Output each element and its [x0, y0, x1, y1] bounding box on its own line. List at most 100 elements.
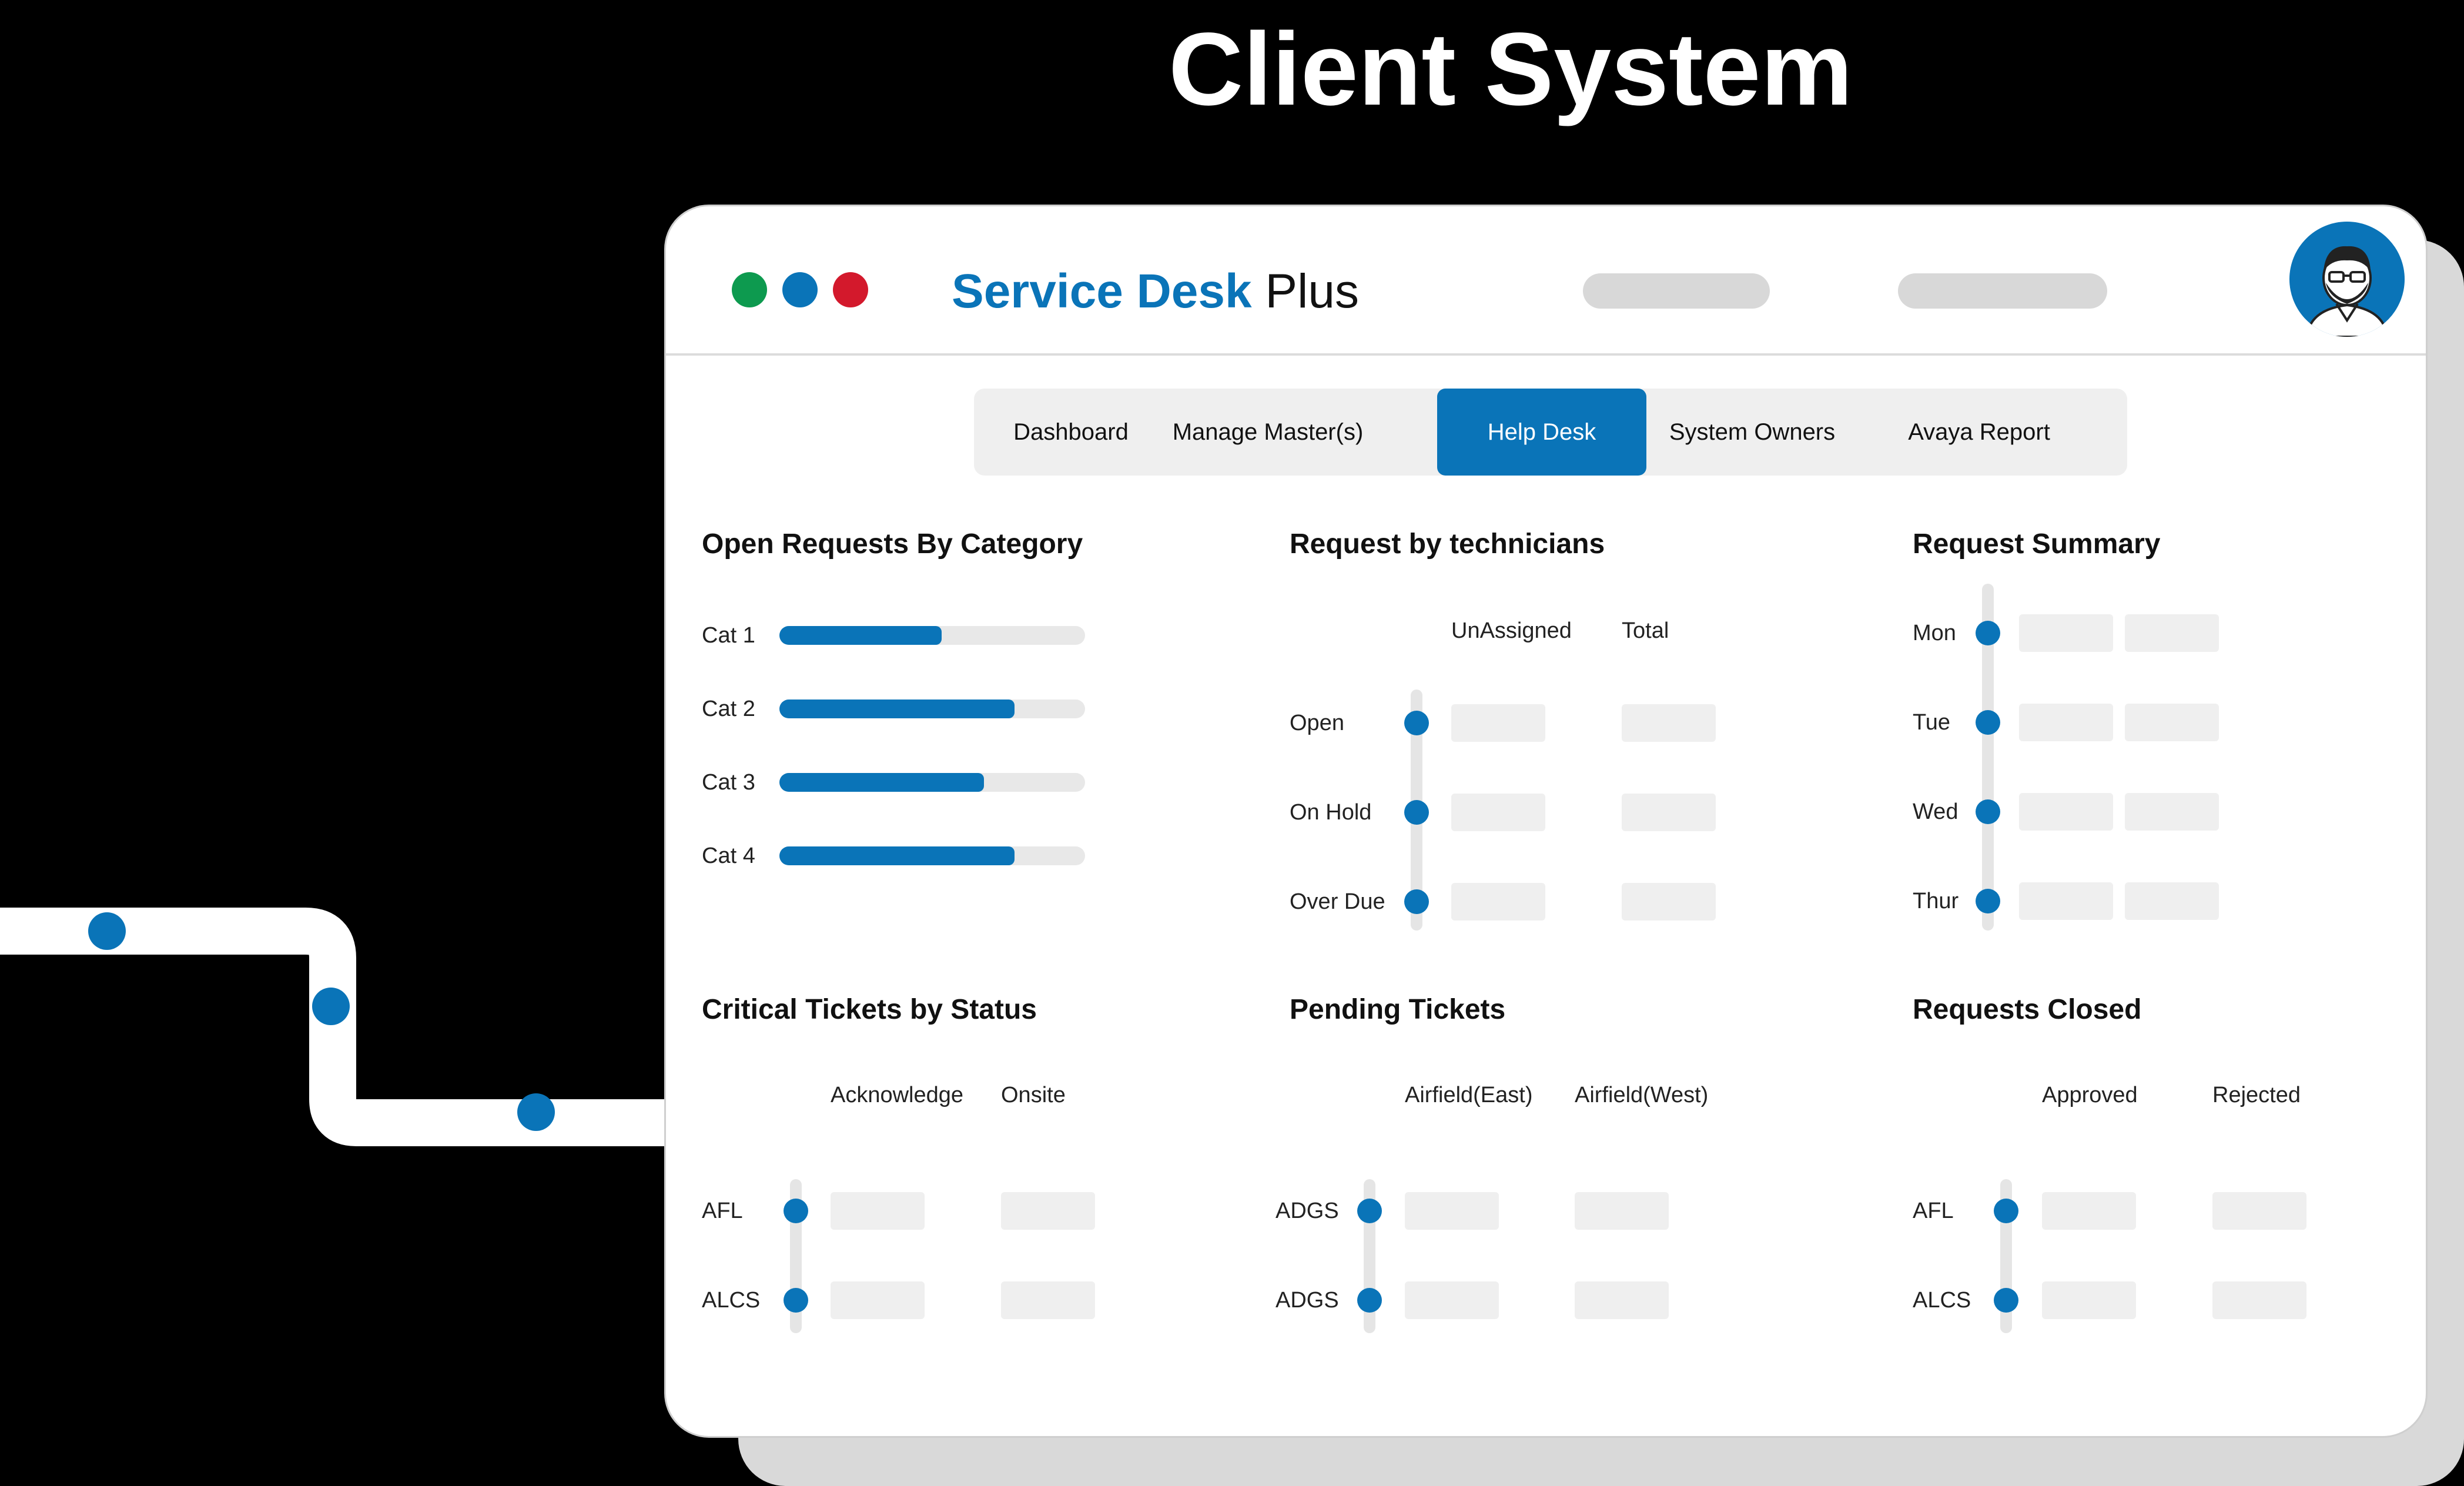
row-label: ALCS	[702, 1288, 761, 1313]
pending-title: Pending Tickets	[1290, 994, 1506, 1025]
timeline-node	[784, 1199, 808, 1223]
timeline-node	[1357, 1199, 1382, 1223]
green-window-dot[interactable]	[732, 272, 767, 307]
row-label: ALCS	[1913, 1288, 1971, 1313]
value-placeholder	[2212, 1192, 2306, 1230]
critical-title: Critical Tickets by Status	[702, 994, 1037, 1025]
value-placeholder	[1451, 794, 1545, 831]
value-placeholder	[1001, 1281, 1095, 1319]
tab-help-desk[interactable]: Help Desk	[1437, 389, 1646, 476]
tab-dashboard[interactable]: Dashboard	[1013, 419, 1129, 445]
category-bar-track	[779, 700, 1085, 718]
row-label: AFL	[702, 1199, 743, 1223]
category-bar-track	[779, 846, 1085, 865]
row-label: Over Due	[1290, 889, 1385, 914]
value-placeholder	[831, 1281, 925, 1319]
app-window: Service Desk Plus Dashboard Manage Maste…	[664, 205, 2428, 1438]
timeline-node	[1357, 1288, 1382, 1313]
category-bar-fill	[779, 626, 942, 645]
value-placeholder	[1451, 883, 1545, 921]
timeline-node	[1976, 799, 2000, 824]
value-placeholder	[1405, 1281, 1499, 1319]
timeline-track	[1982, 584, 1994, 931]
category-label: Cat 2	[702, 697, 755, 721]
connector-line	[0, 908, 670, 1146]
value-placeholder	[2125, 793, 2219, 831]
column-header: Rejected	[2212, 1083, 2301, 1107]
category-label: Cat 4	[702, 844, 755, 868]
row-label: Tue	[1913, 710, 1951, 735]
value-placeholder	[2042, 1192, 2136, 1230]
app-brand: Service Desk Plus	[952, 259, 1359, 324]
value-placeholder	[1622, 794, 1716, 831]
title-bar: Service Desk Plus	[666, 206, 2426, 356]
value-placeholder	[1451, 704, 1545, 742]
header-placeholder-pill	[1898, 273, 2107, 309]
brand-primary: Service Desk	[952, 265, 1252, 318]
row-label: ADGS	[1275, 1199, 1339, 1223]
timeline-node	[1976, 889, 2000, 913]
value-placeholder	[2125, 704, 2219, 741]
category-bar-fill	[779, 773, 984, 792]
value-placeholder	[2212, 1281, 2306, 1319]
value-placeholder	[1575, 1281, 1669, 1319]
column-header: Airfield(East)	[1405, 1083, 1533, 1107]
row-label: Mon	[1913, 621, 1956, 645]
category-bar-track	[779, 626, 1085, 645]
row-label: AFL	[1913, 1199, 1954, 1223]
category-label: Cat 1	[702, 623, 755, 648]
category-bar-fill	[779, 700, 1015, 718]
value-placeholder	[2019, 614, 2113, 652]
tab-system-owners[interactable]: System Owners	[1669, 419, 1836, 445]
main-nav: Dashboard Manage Master(s) Help Desk Sys…	[974, 389, 2127, 476]
timeline-node	[1404, 711, 1429, 735]
technicians-title: Request by technicians	[1290, 528, 1605, 560]
value-placeholder	[2019, 882, 2113, 920]
connector-node	[517, 1093, 555, 1131]
value-placeholder	[2019, 704, 2113, 741]
red-window-dot[interactable]	[833, 272, 868, 307]
user-avatar-icon[interactable]	[2289, 222, 2405, 337]
category-label: Cat 3	[702, 770, 755, 795]
value-placeholder	[2019, 793, 2113, 831]
timeline-node	[1404, 889, 1429, 914]
headline: Client System	[1169, 12, 1853, 127]
open-requests-title: Open Requests By Category	[702, 528, 1083, 560]
value-placeholder	[1622, 704, 1716, 742]
summary-title: Request Summary	[1913, 528, 2161, 560]
timeline-node	[1404, 800, 1429, 825]
column-header: Acknowledge	[831, 1083, 964, 1107]
column-header: UnAssigned	[1451, 618, 1572, 643]
timeline-node	[1976, 710, 2000, 735]
connector-node	[88, 912, 126, 950]
timeline-node	[1994, 1199, 2018, 1223]
tab-avaya-report[interactable]: Avaya Report	[1908, 419, 2050, 445]
blue-window-dot[interactable]	[782, 272, 818, 307]
value-placeholder	[1622, 883, 1716, 921]
value-placeholder	[1575, 1192, 1669, 1230]
value-placeholder	[2125, 614, 2219, 652]
timeline-node	[1976, 621, 2000, 645]
column-header: Total	[1622, 618, 1669, 643]
row-label: On Hold	[1290, 800, 1372, 825]
brand-secondary: Plus	[1265, 265, 1359, 318]
column-header: Onsite	[1001, 1083, 1066, 1107]
timeline-node	[784, 1288, 808, 1313]
row-label: ADGS	[1275, 1288, 1339, 1313]
column-header: Approved	[2042, 1083, 2138, 1107]
closed-title: Requests Closed	[1913, 994, 2142, 1025]
category-bar-track	[779, 773, 1085, 792]
row-label: Open	[1290, 711, 1344, 735]
tab-manage-masters[interactable]: Manage Master(s)	[1172, 419, 1364, 445]
value-placeholder	[831, 1192, 925, 1230]
row-label: Thur	[1913, 889, 1959, 913]
connector-node	[312, 988, 350, 1025]
row-label: Wed	[1913, 799, 1959, 824]
value-placeholder	[2125, 882, 2219, 920]
timeline-node	[1994, 1288, 2018, 1313]
value-placeholder	[2042, 1281, 2136, 1319]
header-placeholder-pill	[1583, 273, 1770, 309]
column-header: Airfield(West)	[1575, 1083, 1709, 1107]
value-placeholder	[1001, 1192, 1095, 1230]
value-placeholder	[1405, 1192, 1499, 1230]
